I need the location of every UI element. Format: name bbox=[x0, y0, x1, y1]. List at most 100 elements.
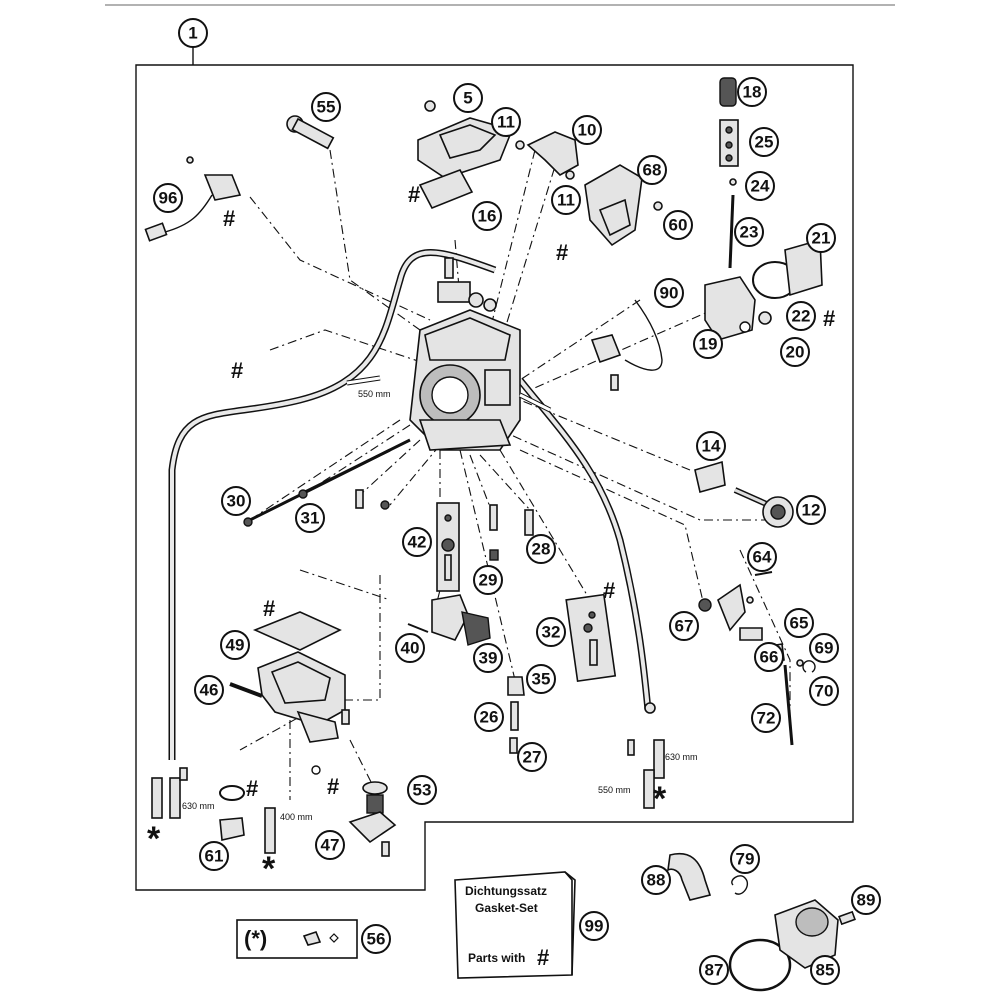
svg-text:24: 24 bbox=[751, 177, 770, 196]
callout-21: 21 bbox=[806, 223, 836, 253]
svg-text:79: 79 bbox=[736, 850, 755, 869]
svg-text:96: 96 bbox=[159, 189, 178, 208]
right-hose-ends bbox=[627, 702, 665, 809]
svg-text:35: 35 bbox=[532, 670, 551, 689]
svg-text:1: 1 bbox=[188, 24, 197, 43]
callout-18: 18 bbox=[737, 77, 767, 107]
callout-67: 67 bbox=[669, 611, 699, 641]
gasket-mark: # bbox=[246, 776, 258, 801]
callout-39: 39 bbox=[473, 643, 503, 673]
svg-text:70: 70 bbox=[815, 682, 834, 701]
callout-66: 66 bbox=[754, 642, 784, 672]
accel-pump-part bbox=[704, 238, 823, 341]
linkage-parts bbox=[698, 571, 816, 746]
callout-49: 49 bbox=[220, 630, 250, 660]
callout-79: 79 bbox=[730, 844, 760, 874]
callout-24: 24 bbox=[745, 171, 775, 201]
gasket-mark: # bbox=[231, 358, 243, 383]
svg-text:26: 26 bbox=[480, 708, 499, 727]
dimension-text: 400 mm bbox=[280, 812, 313, 822]
gasket-mark: # bbox=[556, 240, 568, 265]
svg-text:28: 28 bbox=[532, 540, 551, 559]
svg-text:5: 5 bbox=[463, 89, 472, 108]
gasket-mark: # bbox=[408, 182, 420, 207]
main-jet-parts bbox=[507, 676, 525, 754]
callout-42: 42 bbox=[402, 527, 432, 557]
callout-35: 35 bbox=[526, 664, 556, 694]
gasket-mark: # bbox=[603, 578, 615, 603]
svg-text:88: 88 bbox=[647, 871, 666, 890]
svg-text:12: 12 bbox=[802, 501, 821, 520]
callout-99: 99 bbox=[579, 911, 609, 941]
callout-20: 20 bbox=[780, 337, 810, 367]
leader-lines bbox=[239, 149, 791, 801]
float-part bbox=[407, 594, 491, 646]
svg-text:89: 89 bbox=[857, 891, 876, 910]
svg-text:10: 10 bbox=[578, 121, 597, 140]
vent-hoses bbox=[168, 249, 652, 760]
top-cover-part bbox=[417, 100, 514, 210]
svg-text:23: 23 bbox=[740, 223, 759, 242]
asterisk-mark: * bbox=[653, 780, 667, 818]
sensor-part bbox=[144, 156, 242, 242]
callout-65: 65 bbox=[784, 608, 814, 638]
callout-40: 40 bbox=[395, 633, 425, 663]
callout-47: 47 bbox=[315, 830, 345, 860]
callout-5: 5 bbox=[453, 83, 483, 113]
callout-70: 70 bbox=[809, 676, 839, 706]
svg-text:39: 39 bbox=[479, 649, 498, 668]
svg-text:49: 49 bbox=[226, 636, 245, 655]
gasket-set-mark: # bbox=[537, 945, 549, 970]
svg-text:99: 99 bbox=[585, 917, 604, 936]
callout-85: 85 bbox=[810, 955, 840, 985]
svg-text:29: 29 bbox=[479, 571, 498, 590]
gasket-mark: # bbox=[263, 596, 275, 621]
callout-69: 69 bbox=[809, 633, 839, 663]
gasket-set-box: Dichtungssatz Gasket-Set Parts with # bbox=[454, 871, 576, 979]
carburetor-body bbox=[409, 309, 521, 451]
callout-60: 60 bbox=[663, 210, 693, 240]
callout-87: 87 bbox=[699, 955, 729, 985]
svg-text:61: 61 bbox=[205, 847, 224, 866]
callout-23: 23 bbox=[734, 217, 764, 247]
svg-text:14: 14 bbox=[702, 437, 721, 456]
jet-strip-part bbox=[565, 593, 617, 683]
asterisk-legend-box: (*) bbox=[236, 919, 358, 959]
svg-text:46: 46 bbox=[200, 681, 219, 700]
callout-19: 19 bbox=[693, 329, 723, 359]
callout-53: 53 bbox=[407, 775, 437, 805]
callout-61: 61 bbox=[199, 841, 229, 871]
callout-68: 68 bbox=[637, 155, 667, 185]
svg-text:20: 20 bbox=[786, 343, 805, 362]
dimension-text: 630 mm bbox=[665, 752, 698, 762]
assembly-frame bbox=[135, 64, 854, 891]
svg-text:87: 87 bbox=[705, 961, 724, 980]
callout-12: 12 bbox=[796, 495, 826, 525]
callout-assembly: 1 bbox=[178, 18, 208, 48]
gasket-mark: # bbox=[327, 774, 339, 799]
callout-22: 22 bbox=[786, 301, 816, 331]
callout-96: 96 bbox=[153, 183, 183, 213]
svg-text:31: 31 bbox=[301, 509, 320, 528]
gasket-mark: # bbox=[223, 206, 235, 231]
gasket-mark: # bbox=[823, 306, 835, 331]
callout-25: 25 bbox=[749, 127, 779, 157]
svg-text:47: 47 bbox=[321, 836, 340, 855]
svg-text:42: 42 bbox=[408, 533, 427, 552]
left-hose-ends bbox=[151, 767, 276, 854]
bracket-part bbox=[515, 131, 579, 180]
svg-text:90: 90 bbox=[660, 284, 679, 303]
gasket-set-title-de: Dichtungssatz bbox=[465, 884, 547, 898]
svg-text:60: 60 bbox=[669, 216, 688, 235]
callout-46: 46 bbox=[194, 675, 224, 705]
intake-parts bbox=[667, 853, 856, 992]
float-bowl-part bbox=[229, 611, 350, 743]
svg-text:25: 25 bbox=[755, 133, 774, 152]
asterisk-marks: * * * bbox=[147, 780, 667, 888]
gasket-set-title-en: Gasket-Set bbox=[475, 901, 538, 915]
cable-part bbox=[590, 299, 663, 391]
callout-32: 32 bbox=[536, 617, 566, 647]
svg-text:69: 69 bbox=[815, 639, 834, 658]
svg-text:40: 40 bbox=[401, 639, 420, 658]
idle-screw-part bbox=[286, 115, 335, 150]
